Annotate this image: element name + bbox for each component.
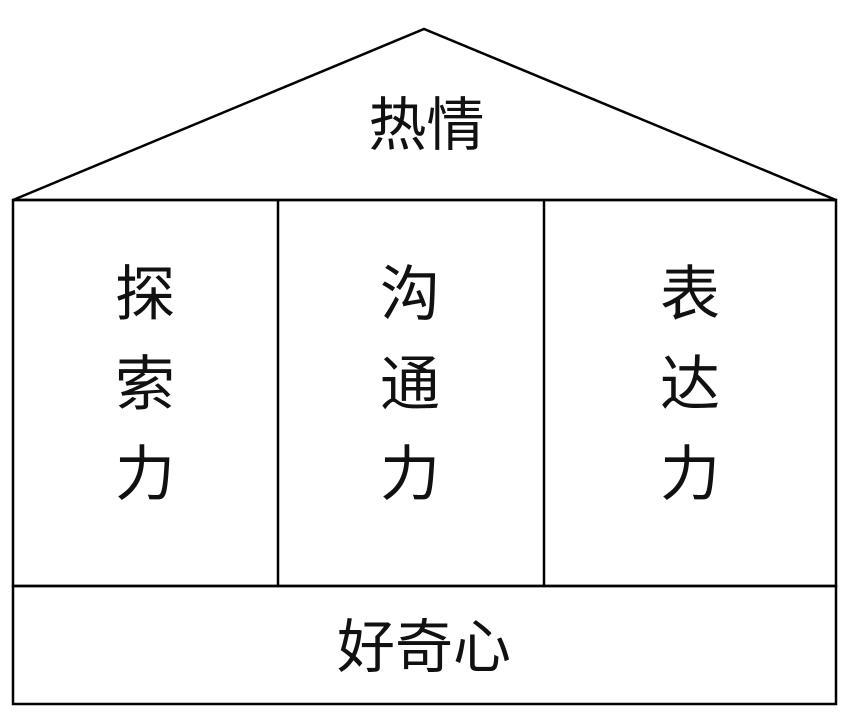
pillar-label-expression: 表达力 — [660, 260, 720, 510]
roof-label: 热情 — [368, 91, 485, 159]
pillar-label-exploration: 探索力 — [115, 260, 175, 510]
pillar-label-communication: 沟通力 — [380, 260, 440, 510]
foundation-box — [11, 584, 838, 706]
foundation-label: 好奇心 — [336, 613, 511, 681]
